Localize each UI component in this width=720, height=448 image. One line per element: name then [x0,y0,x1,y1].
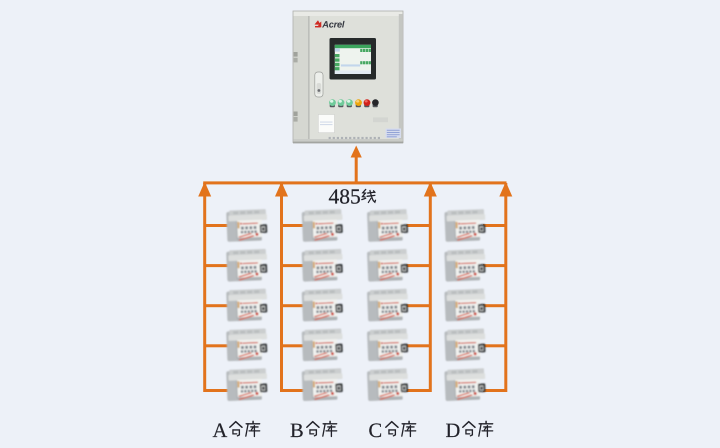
svg-text:Acrel: Acrel [321,19,345,29]
svg-text:A: A [213,420,228,442]
svg-text:B: B [290,420,304,442]
svg-text:485: 485 [329,185,361,209]
svg-text:C: C [369,420,383,442]
svg-text:D: D [446,420,461,442]
